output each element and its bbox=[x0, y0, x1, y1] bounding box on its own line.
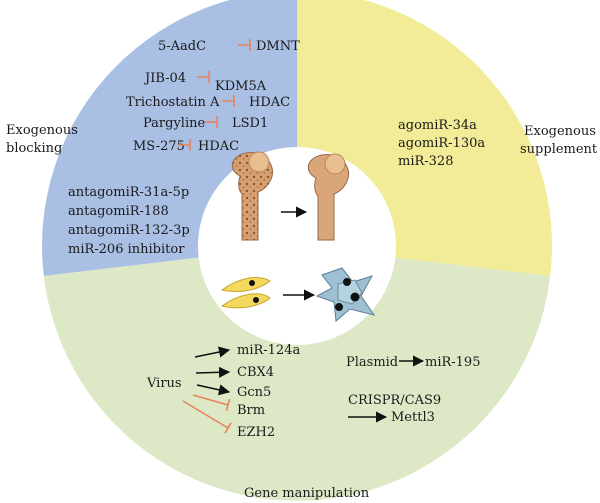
svg-text:miR-206 inhibitor: miR-206 inhibitor bbox=[68, 242, 185, 257]
svg-text:Mettl3: Mettl3 bbox=[391, 410, 435, 425]
virus-targets: Virus miR-124a CBX4 Gcn5 Brm EZH2 bbox=[146, 343, 300, 440]
svg-text:Exogenous: Exogenous bbox=[524, 124, 596, 139]
svg-text:blocking: blocking bbox=[6, 141, 62, 156]
agomir-list: agomiR-34a agomiR-130a miR-328 bbox=[398, 118, 485, 169]
svg-text:supplement: supplement bbox=[520, 142, 598, 157]
svg-text:KDM5A: KDM5A bbox=[215, 79, 267, 94]
gene-manipulation-label: Gene manipulation bbox=[244, 486, 370, 501]
svg-text:Exogenous: Exogenous bbox=[6, 123, 78, 138]
svg-text:miR-124a: miR-124a bbox=[237, 343, 300, 358]
svg-text:miR-195: miR-195 bbox=[425, 355, 480, 370]
exogenous-blocking-label: Exogenous blocking bbox=[6, 123, 78, 156]
healthy-bone bbox=[307, 153, 349, 241]
svg-text:JIB-04: JIB-04 bbox=[143, 71, 186, 86]
svg-text:5-AadC: 5-AadC bbox=[158, 39, 206, 54]
inhibitor-list: 5-AadC DMNT JIB-04 KDM5A Trichostatin A … bbox=[126, 39, 300, 154]
plasmid-delivery: Plasmid miR-195 bbox=[346, 355, 480, 370]
antagomir-list: antagomiR-31a-5p antagomiR-188 antagomiR… bbox=[68, 185, 190, 257]
svg-text:Trichostatin A: Trichostatin A bbox=[126, 95, 220, 110]
differentiated-cells bbox=[315, 267, 376, 322]
exogenous-supplement-label: Exogenous supplement bbox=[520, 124, 598, 157]
svg-text:agomiR-34a: agomiR-34a bbox=[398, 118, 477, 133]
svg-text:DMNT: DMNT bbox=[256, 39, 300, 54]
svg-text:HDAC: HDAC bbox=[198, 139, 239, 154]
svg-text:HDAC: HDAC bbox=[249, 95, 290, 110]
svg-text:MS-275: MS-275 bbox=[133, 139, 185, 154]
svg-text:Brm: Brm bbox=[237, 403, 265, 418]
svg-text:agomiR-130a: agomiR-130a bbox=[398, 136, 485, 151]
femur-bone-icon bbox=[231, 151, 349, 241]
gene-manipulation-sector bbox=[43, 246, 551, 501]
svg-text:EZH2: EZH2 bbox=[237, 425, 275, 440]
crispr-editing: CRISPR/CAS9 Mettl3 bbox=[348, 393, 441, 425]
svg-text:CBX4: CBX4 bbox=[237, 365, 274, 380]
svg-text:antagomiR-188: antagomiR-188 bbox=[68, 204, 169, 219]
stem-cells bbox=[220, 277, 271, 309]
svg-text:antagomiR-132-3p: antagomiR-132-3p bbox=[68, 223, 190, 238]
svg-text:antagomiR-31a-5p: antagomiR-31a-5p bbox=[68, 185, 189, 200]
svg-text:CRISPR/CAS9: CRISPR/CAS9 bbox=[348, 393, 441, 408]
osteoblast-cells-icon bbox=[220, 267, 376, 322]
svg-text:Plasmid: Plasmid bbox=[346, 355, 398, 370]
virus-label: Virus bbox=[146, 376, 182, 391]
svg-text:Gcn5: Gcn5 bbox=[237, 385, 271, 400]
osteoporotic-bone bbox=[231, 151, 273, 241]
svg-text:miR-328: miR-328 bbox=[398, 154, 453, 169]
svg-text:Pargyline: Pargyline bbox=[143, 116, 205, 131]
svg-text:LSD1: LSD1 bbox=[232, 116, 268, 131]
center-circle bbox=[198, 147, 396, 345]
